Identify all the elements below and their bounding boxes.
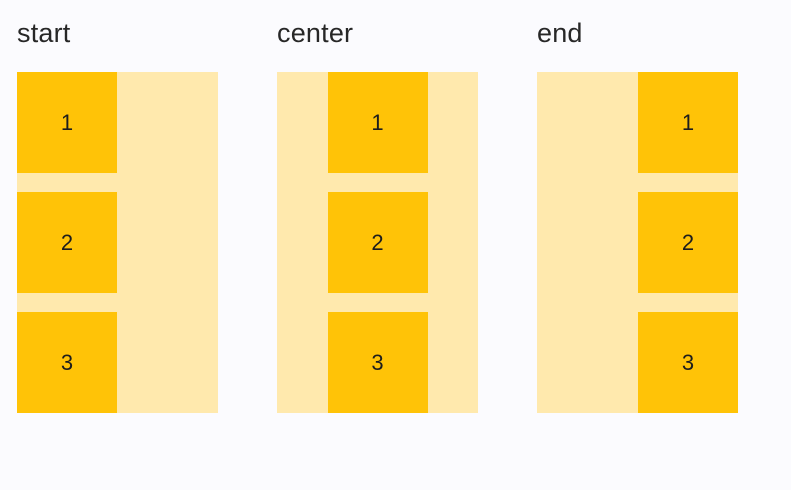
flex-item: 1: [638, 72, 738, 173]
flex-item: 3: [638, 312, 738, 413]
flex-item: 2: [638, 192, 738, 293]
flex-item: 2: [327, 192, 428, 293]
demo-label-start: start: [17, 18, 71, 48]
flex-item: 1: [327, 72, 428, 173]
demo-label-center: center: [277, 18, 354, 48]
flex-container-center: 1 2 3: [277, 72, 478, 413]
demo-label-end: end: [537, 18, 583, 48]
flex-container-end: 1 2 3: [537, 72, 738, 413]
flex-item: 2: [17, 192, 117, 293]
flex-container-start: 1 2 3: [17, 72, 218, 413]
flex-item: 3: [327, 312, 428, 413]
flex-item: 3: [17, 312, 117, 413]
flex-item: 1: [17, 72, 117, 173]
